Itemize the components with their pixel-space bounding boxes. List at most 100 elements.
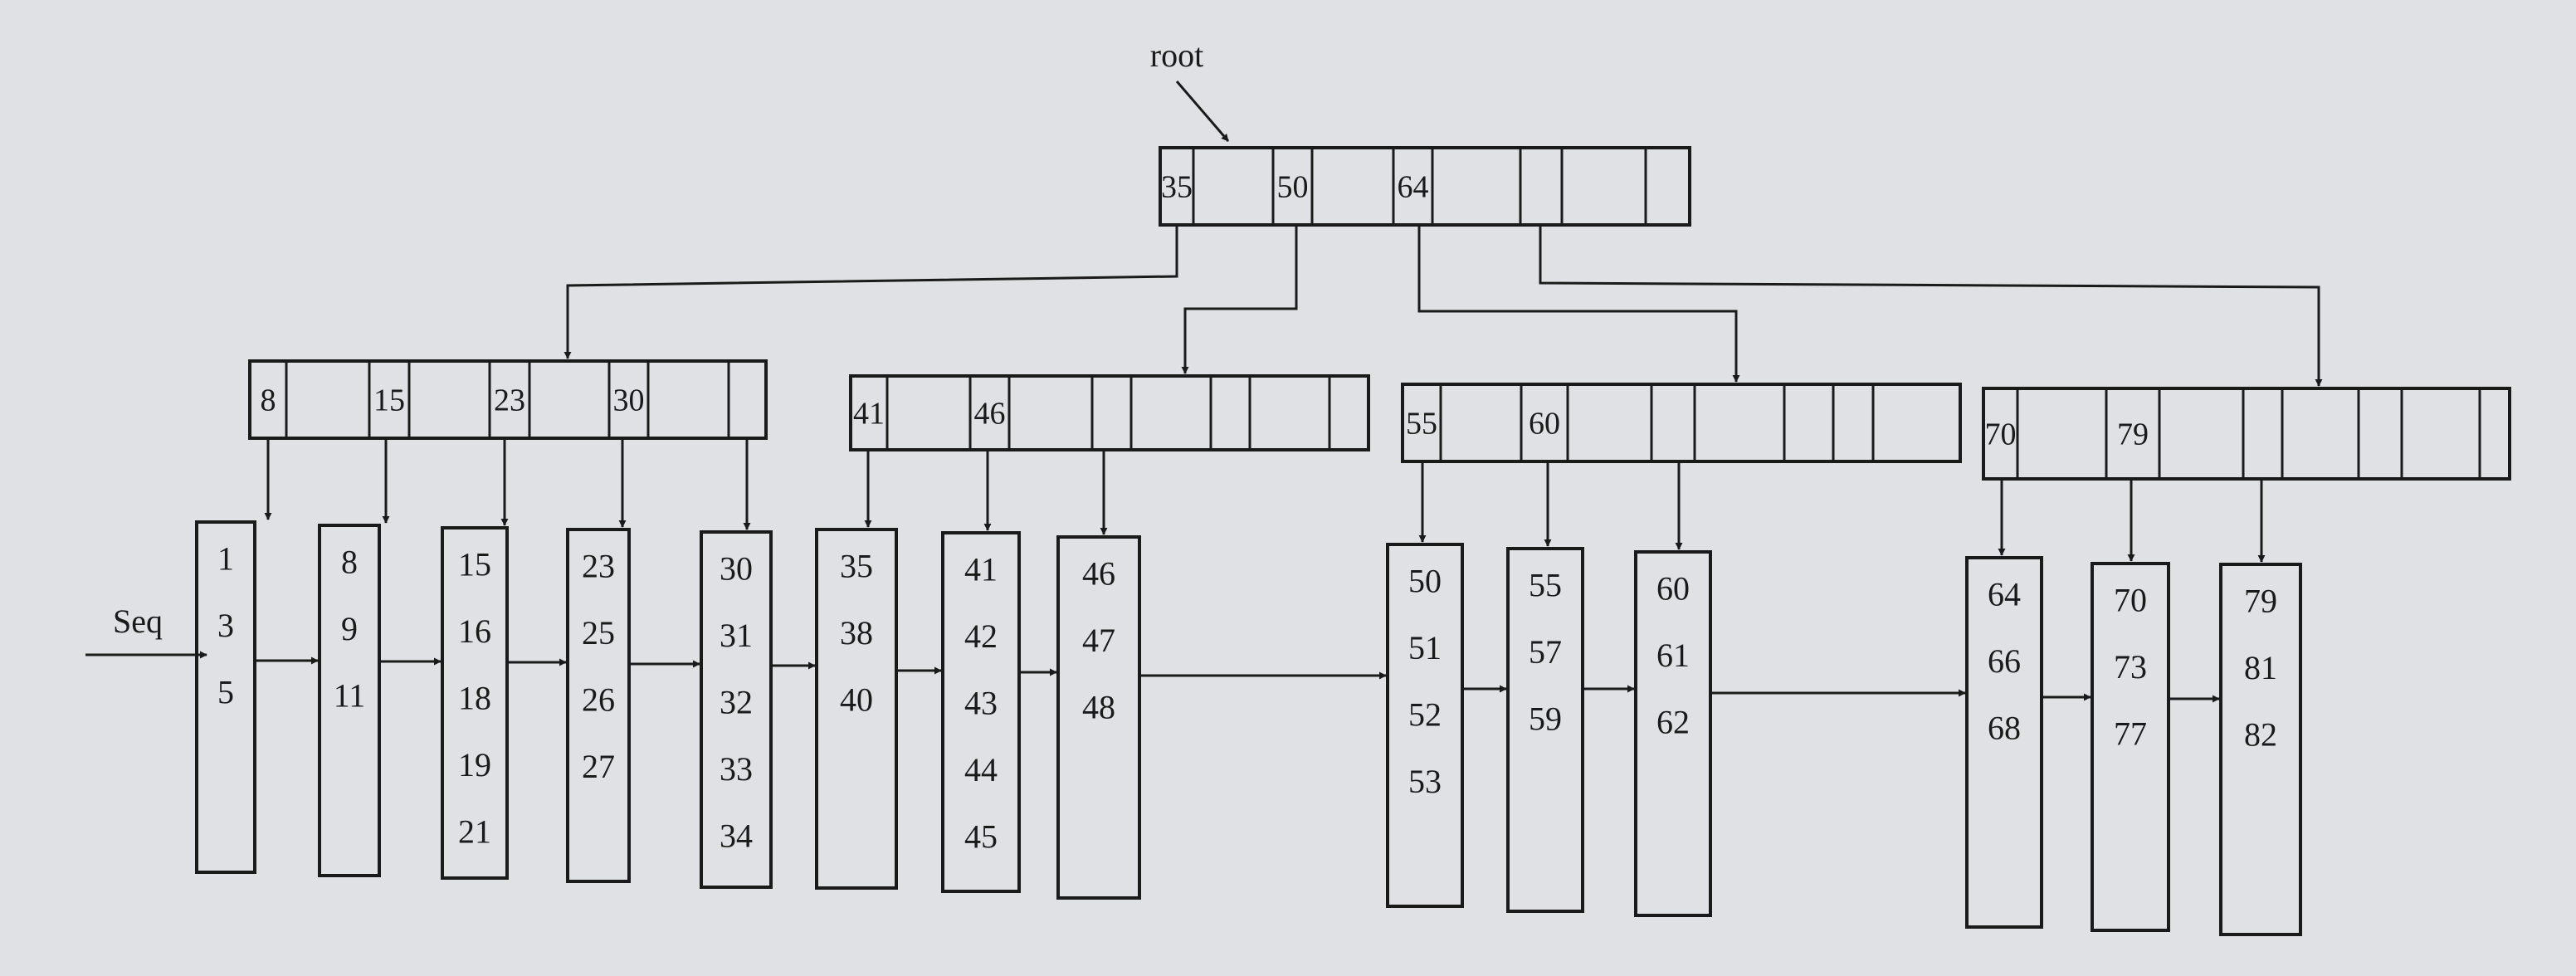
leaf-key: 40 bbox=[840, 681, 873, 719]
leaf-key: 31 bbox=[720, 617, 753, 654]
leaf-node: 60 61 62 bbox=[1634, 550, 1712, 917]
root-node-key: 64 bbox=[1398, 170, 1429, 205]
root-edge-3 bbox=[1417, 225, 1740, 383]
leaf-key: 26 bbox=[582, 681, 615, 719]
leaf-key: 55 bbox=[1529, 567, 1562, 604]
leaf-key: 9 bbox=[341, 610, 358, 647]
leaf-key: 61 bbox=[1656, 637, 1690, 674]
leaf-node: 46 47 48 bbox=[1056, 535, 1141, 900]
root-label: root bbox=[1150, 37, 1203, 74]
internal-node-key: 8 bbox=[261, 383, 276, 418]
internal-node-key: 23 bbox=[494, 383, 525, 418]
leaf-key: 53 bbox=[1408, 763, 1442, 800]
leaf-key: 42 bbox=[964, 617, 998, 655]
leaf-node: 70 73 77 bbox=[2091, 562, 2170, 932]
internal-node: 8 15 23 30 bbox=[248, 359, 768, 440]
leaf-key: 11 bbox=[334, 677, 366, 715]
leaf-node: 41 42 43 44 45 bbox=[941, 531, 1021, 893]
edges-layer bbox=[85, 81, 2323, 703]
leaf-key: 21 bbox=[458, 813, 491, 851]
internal-node-key: 30 bbox=[613, 383, 645, 418]
internal-node-key: 70 bbox=[1985, 417, 2017, 452]
leaf-frame bbox=[1506, 547, 1584, 913]
leaf-frame bbox=[195, 520, 256, 874]
internal-node-key: 79 bbox=[2117, 417, 2149, 452]
leaf-key: 23 bbox=[582, 548, 615, 585]
leaf-key: 60 bbox=[1656, 570, 1690, 608]
leaf-frame bbox=[1634, 550, 1712, 917]
internal-node-key: 15 bbox=[373, 383, 405, 418]
leaf-key: 48 bbox=[1082, 689, 1115, 726]
leaf-key: 8 bbox=[341, 544, 358, 581]
internal-node-key: 55 bbox=[1406, 407, 1437, 442]
seq-label: Seq bbox=[113, 603, 163, 640]
leaf-key: 5 bbox=[217, 674, 234, 711]
leaf-key: 81 bbox=[2244, 649, 2277, 686]
internal-node-key: 46 bbox=[974, 397, 1006, 432]
leaf-key: 3 bbox=[217, 607, 234, 644]
leaf-key: 41 bbox=[964, 551, 998, 588]
internal-node-frame bbox=[1982, 387, 2511, 481]
leaf-key: 16 bbox=[458, 612, 491, 650]
leaf-key: 59 bbox=[1529, 700, 1562, 738]
leaf-node: 35 38 40 bbox=[815, 528, 898, 890]
leaf-key: 34 bbox=[720, 817, 753, 855]
leaf-key: 1 bbox=[217, 540, 234, 578]
leaf-frame bbox=[1056, 535, 1141, 900]
leaf-key: 50 bbox=[1408, 563, 1442, 600]
leaf-key: 46 bbox=[1082, 555, 1115, 593]
leaf-key: 66 bbox=[1988, 642, 2021, 680]
root-edge-1 bbox=[564, 225, 1178, 359]
leaf-key: 30 bbox=[720, 550, 753, 588]
leaf-key: 51 bbox=[1408, 629, 1442, 666]
leaf-node: 1 3 5 bbox=[195, 520, 256, 874]
root-edge-2 bbox=[1181, 225, 1298, 374]
internal-node: 41 46 bbox=[849, 374, 1370, 451]
internal-node-frame bbox=[849, 374, 1370, 451]
leaf-key: 19 bbox=[458, 746, 491, 783]
leaf-key: 68 bbox=[1988, 710, 2021, 747]
leaf-key: 35 bbox=[840, 548, 873, 585]
leaf-frame bbox=[1965, 556, 2043, 929]
leaf-frame bbox=[941, 531, 1021, 893]
leaf-key: 82 bbox=[2244, 716, 2277, 754]
leaf-key: 70 bbox=[2114, 582, 2147, 619]
root-node: 35 50 64 bbox=[1159, 146, 1691, 227]
leaf-key: 45 bbox=[964, 818, 998, 856]
leaf-node: 8 9 11 bbox=[318, 524, 381, 877]
leaf-key: 73 bbox=[2114, 648, 2147, 686]
leaf-key: 25 bbox=[582, 614, 615, 651]
leaf-key: 18 bbox=[458, 680, 491, 717]
root-pointer-arrow bbox=[1175, 81, 1230, 142]
internal-node-frame bbox=[1401, 383, 1962, 463]
leaf-key: 32 bbox=[720, 684, 753, 721]
leaf-key: 79 bbox=[2244, 583, 2277, 620]
leaf-node: 30 31 32 33 34 bbox=[700, 530, 773, 889]
leaf-key: 38 bbox=[840, 614, 873, 651]
leaf-key: 47 bbox=[1082, 622, 1115, 659]
root-node-key: 35 bbox=[1161, 170, 1193, 205]
leaf-key: 77 bbox=[2114, 715, 2147, 753]
leaf-frame bbox=[700, 530, 773, 889]
leaf-node: 79 81 82 bbox=[2219, 563, 2302, 936]
internal-node: 70 79 bbox=[1982, 387, 2511, 481]
leaf-frame bbox=[815, 528, 898, 890]
leaf-frame bbox=[441, 526, 509, 880]
leaf-key: 33 bbox=[720, 750, 753, 788]
internal-node-key: 41 bbox=[853, 397, 885, 432]
leaf-key: 62 bbox=[1656, 704, 1690, 741]
leaf-frame bbox=[1386, 543, 1464, 908]
leaf-key: 44 bbox=[964, 751, 998, 788]
root-node-key: 50 bbox=[1277, 170, 1309, 205]
leaf-frame bbox=[2091, 562, 2170, 932]
leaf-frame bbox=[2219, 563, 2302, 936]
leaf-key: 43 bbox=[964, 685, 998, 722]
